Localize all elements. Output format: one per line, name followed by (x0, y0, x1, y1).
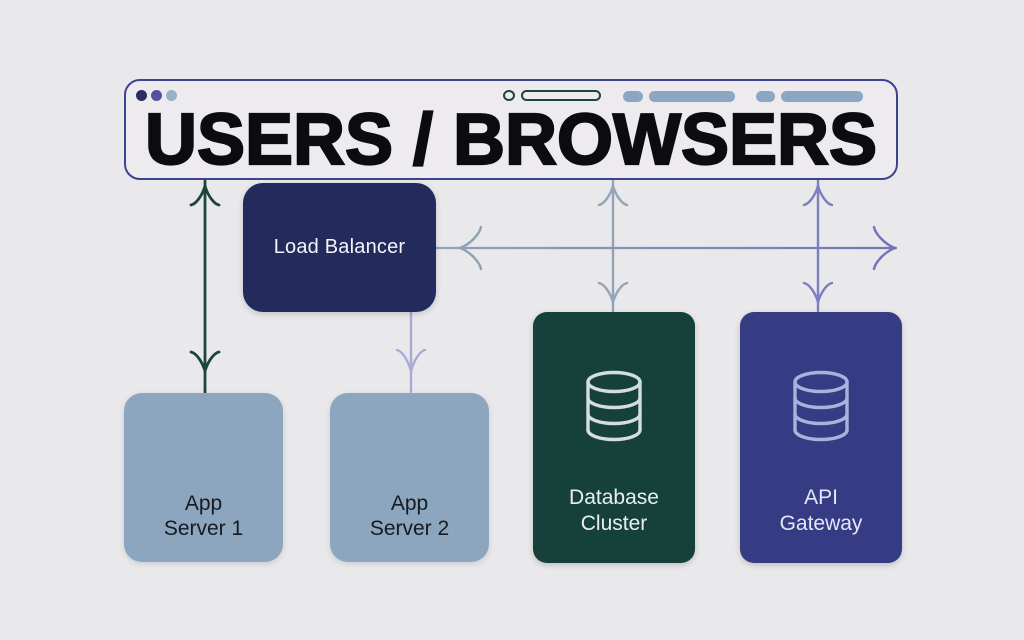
label-line: Database (569, 485, 659, 509)
label-line: Gateway (779, 511, 863, 535)
node-api-gateway: API Gateway (740, 312, 902, 563)
app-server-2-label: App Server 2 (330, 492, 489, 542)
node-app-server-2: App Server 2 (330, 393, 489, 562)
toolbar-pill-icon (756, 91, 775, 102)
database-cluster-label: Database Cluster (533, 485, 695, 537)
node-load-balancer: Load Balancer (243, 183, 436, 312)
node-database-cluster: Database Cluster (533, 312, 695, 563)
arrow-users-database (597, 179, 629, 313)
window-dot-icon (166, 90, 177, 101)
app-server-1-label: App Server 1 (124, 492, 283, 542)
label-line: App (184, 492, 223, 516)
database-icon (793, 370, 849, 442)
window-dot-icon (136, 90, 147, 101)
toolbar-pill-icon (649, 91, 735, 102)
window-dot-icon (151, 90, 162, 101)
toolbar-pill-icon (623, 91, 643, 102)
toolbar-pill-icon (781, 91, 863, 102)
node-app-server-1: App Server 1 (124, 393, 283, 562)
tab-pill-icon (521, 90, 601, 101)
label-line: App (390, 492, 429, 516)
api-gateway-label: API Gateway (740, 485, 902, 537)
arrowhead-right (872, 225, 897, 271)
arrow-loadbalancer-appserver2 (395, 310, 427, 394)
users-browsers-window: USERS / BROWSERS (124, 79, 898, 180)
load-balancer-label: Load Balancer (273, 236, 406, 258)
database-icon (586, 370, 642, 442)
label-line: Server 1 (163, 517, 244, 541)
users-browsers-title: USERS / BROWSERS (144, 100, 878, 180)
arrowhead-left (458, 225, 483, 271)
label-line: API (804, 485, 838, 509)
tab-circle-icon (503, 90, 515, 101)
label-line: Cluster (580, 511, 648, 535)
arrow-users-appserver1 (189, 179, 221, 395)
arrow-users-apigateway (802, 179, 834, 313)
label-line: Server 2 (369, 517, 450, 541)
